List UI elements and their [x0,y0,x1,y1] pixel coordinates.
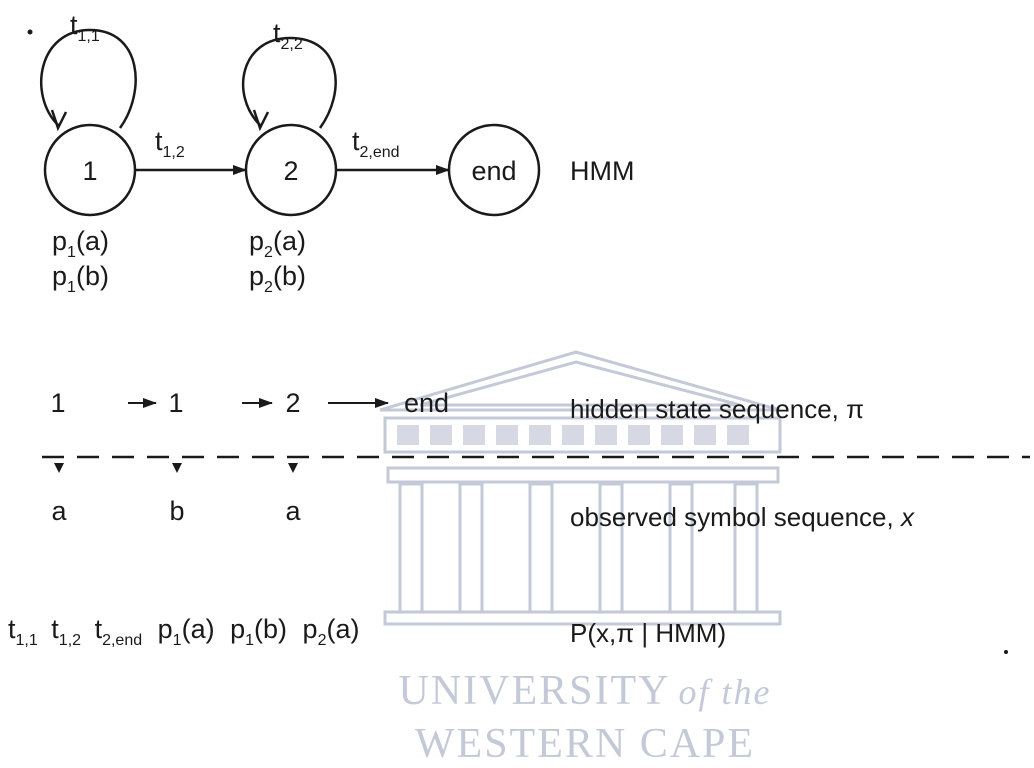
self-loop-state-1-arrow [40,28,137,129]
probability-term-2: t [95,614,103,644]
emission-markers [54,463,298,473]
crest-architrave-icon [386,466,780,484]
state-end-label: end [471,156,516,186]
probability-term-4: p [230,614,245,644]
state-2-emission-a: p2(a) [249,226,306,261]
probability-term-5: p [303,614,318,644]
probability-term-0: t [8,614,16,644]
crest-base-icon [383,610,782,626]
state-1-emission-a: p1(a) [52,226,109,261]
probability-product: t1,1 t1,2 t2,end p1(a) p1(b) p2(a) [8,614,359,651]
model-label: HMM [570,156,634,186]
observed-sequence-caption: observed symbol sequence, x [570,502,915,532]
state-1-label: 1 [82,156,97,186]
university-crest-watermark [379,350,782,626]
crest-frieze-blocks-icon [397,425,749,445]
probability-caption: P(x,π | HMM) [570,618,726,648]
self-transition-1-label: t1,1 [70,10,100,45]
scan-dot-icon [27,29,33,35]
state-1-emission-b: p1(b) [52,261,109,296]
emission-marker-1-icon [172,463,182,473]
emission-marker-2-icon [288,463,298,473]
hidden-state-2: 2 [285,388,300,418]
hidden-state-1: 1 [168,388,183,418]
hidden-state-3: end [404,388,449,418]
observed-symbol-0: a [51,496,67,526]
hidden-sequence-caption: hidden state sequence, π [570,394,864,424]
probability-term-1: t [51,614,59,644]
crest-frieze-icon [383,416,782,454]
self-loop-state-2-arrowhead-icon [252,109,270,132]
crest-pediment-inner-icon [419,360,741,407]
crest-pediment-icon [379,350,781,412]
hidden-state-0: 1 [50,388,65,418]
probability-term-3: p [158,614,173,644]
state-2-label: 2 [283,156,298,186]
transition-1-2-label: t1,2 [155,126,185,161]
watermark-line2: WESTERN CAPE [415,721,755,763]
observed-symbol-2: a [285,496,301,526]
observed-symbol-1: b [169,496,184,526]
self-loop-state-1-arrowhead-icon [50,109,68,132]
self-loop-state-2-arrow [241,36,337,129]
emission-marker-0-icon [54,463,64,473]
state-2-emission-b: p2(b) [249,261,306,296]
self-transition-2-label: t2,2 [273,18,303,53]
transition-2-end-label: t2,end [352,126,400,161]
scan-dot-icon [1004,650,1008,654]
